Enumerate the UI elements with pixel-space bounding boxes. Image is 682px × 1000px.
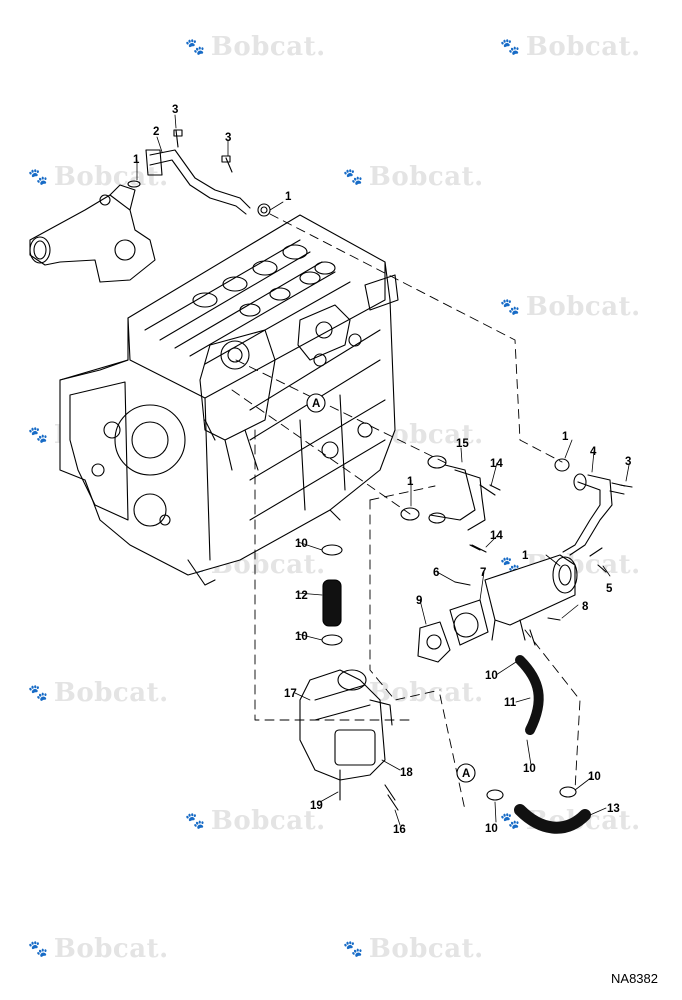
callout: 14 (490, 530, 503, 542)
callout: 19 (310, 800, 323, 812)
bobcat-watermark: 🐾Bobcat. (500, 32, 641, 62)
callout: 17 (284, 688, 297, 700)
bobcat-logo-icon: 🐾 (500, 39, 520, 56)
callout: A (312, 398, 320, 410)
callout: 10 (523, 763, 536, 775)
egr-valve (299, 669, 396, 801)
hose-13 (486, 786, 591, 834)
bobcat-watermark: 🐾Bobcat. (28, 934, 169, 964)
callout: 11 (504, 697, 517, 709)
callout: 15 (456, 438, 469, 450)
bobcat-watermark: 🐾Bobcat. (185, 806, 326, 836)
callout: 10 (588, 771, 601, 783)
callout: 7 (480, 567, 486, 579)
engine-block (59, 214, 399, 586)
callout: 1 (285, 191, 292, 203)
callout: 2 (153, 126, 159, 138)
bobcat-watermark: 🐾Bobcat. (28, 162, 169, 192)
leader-lines (136, 114, 630, 826)
bobcat-logo-icon: 🐾 (343, 169, 363, 186)
callout: 8 (582, 601, 589, 613)
callout: 6 (433, 567, 439, 579)
callout: 9 (416, 595, 422, 607)
hose-11 (515, 655, 544, 735)
callout: 5 (606, 583, 613, 595)
callout: 1 (407, 476, 414, 488)
callout: 10 (295, 631, 308, 643)
bobcat-logo-icon: 🐾 (185, 813, 205, 830)
callout: 18 (400, 767, 413, 779)
thermostat-housing (29, 184, 156, 283)
callout: 3 (172, 104, 178, 116)
bobcat-logo-icon: 🐾 (500, 813, 520, 830)
bobcat-logo-icon: 🐾 (28, 427, 48, 444)
callout: 3 (625, 456, 631, 468)
callout: 12 (295, 590, 308, 602)
callout: 1 (133, 154, 140, 166)
egr-tube-center (400, 455, 501, 551)
bobcat-logo-icon: 🐾 (343, 941, 363, 958)
bobcat-logo-icon: 🐾 (185, 39, 205, 56)
callout: 13 (607, 803, 620, 815)
callout: 14 (490, 458, 503, 470)
bobcat-watermark: 🐾Bobcat. (343, 934, 484, 964)
bobcat-watermark: 🐾Bobcat. (28, 678, 169, 708)
callout: 4 (590, 446, 597, 458)
bobcat-watermark: 🐾Bobcat. (185, 32, 326, 62)
reference-circle-a (306, 393, 326, 413)
egr-cooler (484, 554, 578, 646)
reference-circle-a (456, 763, 476, 783)
callout: 1 (562, 431, 569, 443)
callout: 10 (485, 670, 498, 682)
egr-tube-right (554, 458, 626, 557)
gasket-plate (417, 599, 489, 663)
callout: 1 (522, 550, 529, 562)
drawing-number: NA8382 (611, 971, 658, 986)
bobcat-logo-icon: 🐾 (28, 685, 48, 702)
dashed-routing-lines (231, 213, 581, 811)
bobcat-watermark: 🐾Bobcat. (343, 162, 484, 192)
bobcat-logo-icon: 🐾 (500, 299, 520, 316)
callout: 3 (225, 132, 231, 144)
callout: A (462, 768, 470, 780)
egr-tube-upper (127, 129, 271, 217)
callout: 16 (393, 824, 406, 836)
callout: 10 (295, 538, 308, 550)
hose-12 (321, 544, 343, 646)
callout: 10 (485, 823, 498, 835)
bobcat-watermark: 🐾Bobcat. (500, 292, 641, 322)
bobcat-logo-icon: 🐾 (28, 941, 48, 958)
callouts: 1 2 3 3 1 A 15 14 1 14 1 4 3 10 12 10 6 … (133, 104, 631, 836)
bolts (387, 484, 633, 811)
bobcat-logo-icon: 🐾 (28, 169, 48, 186)
